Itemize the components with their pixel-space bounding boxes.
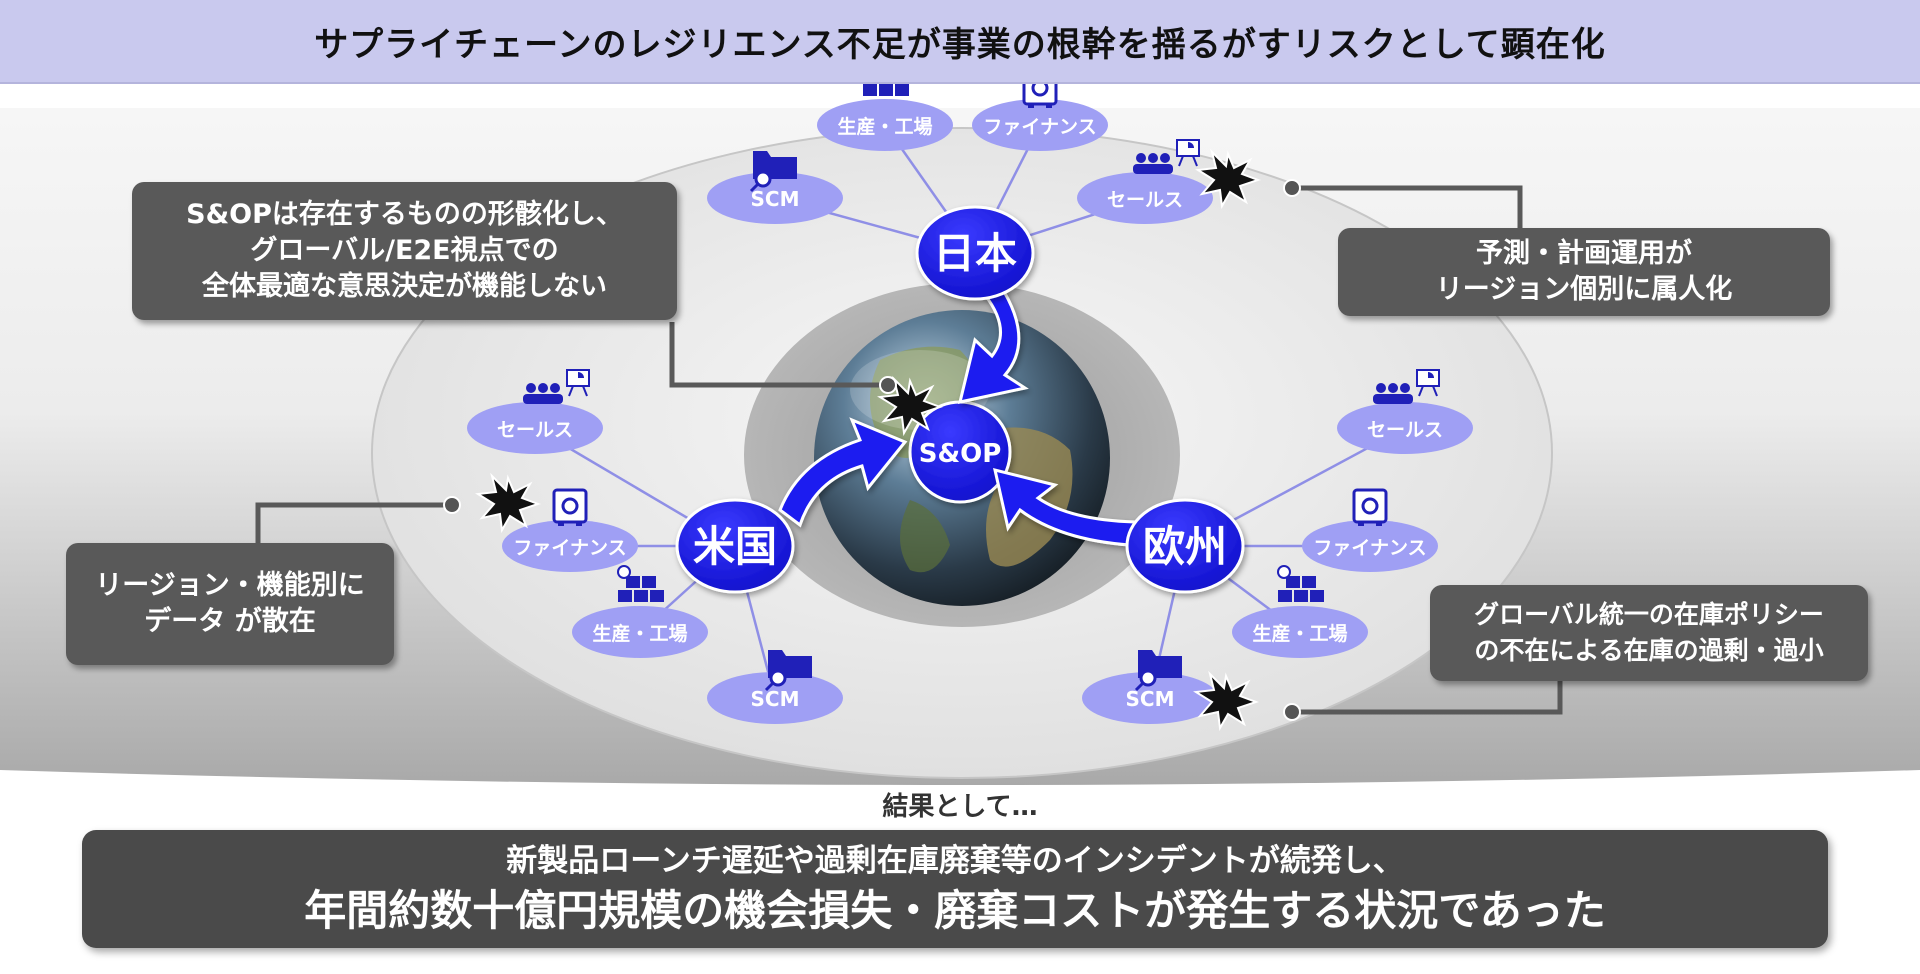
region-label-europe: 欧州 <box>1143 522 1227 571</box>
region-node-us <box>675 498 795 594</box>
function-node-jp-scm <box>707 172 843 224</box>
eu-finance-safe-icon <box>1352 488 1388 528</box>
callout-leaders <box>255 185 1563 715</box>
function-label-jp-sales: セールス <box>1107 189 1183 211</box>
result-line-2: 年間約数十億円規模の機会損失・廃棄コストが発生する状況であった <box>304 886 1606 935</box>
callout-sop-line-1: S&OPは存在するものの形骸化し、 <box>186 199 623 230</box>
function-label-us-sales: セールス <box>497 419 573 441</box>
function-node-us-production <box>572 606 708 658</box>
callout-sop: S&OPは存在するものの形骸化し、 グローバル/E2E視点での 全体最適な意思決… <box>132 182 677 320</box>
callout-inventory: グローバル統一の在庫ポリシー の不在による在庫の過剰・過小 <box>1430 585 1868 681</box>
callout-inventory-line-2: の不在による在庫の過剰・過小 <box>1474 636 1824 665</box>
function-node-us-scm <box>707 672 843 724</box>
function-label-eu-finance: ファイナンス <box>1313 537 1426 559</box>
page-title: サプライチェーンのレジリエンス不足が事業の根幹を揺るがすリスクとして顕在化 <box>0 0 1920 84</box>
function-label-eu-production: 生産・工場 <box>1252 622 1347 645</box>
function-label-eu-scm: SCM <box>1126 687 1175 711</box>
function-label-jp-scm: SCM <box>751 187 800 211</box>
function-label-us-finance: ファイナンス <box>513 537 626 559</box>
function-label-us-scm: SCM <box>751 687 800 711</box>
function-node-eu-finance <box>1302 520 1438 572</box>
arrow-japan-to-sop <box>957 282 1029 404</box>
callout-sop-line-3: 全体最適な意思決定が機能しない <box>202 271 607 302</box>
sop-hub-label: S&OP <box>919 439 1002 469</box>
callout-inventory-line-1: グローバル統一の在庫ポリシー <box>1474 600 1824 629</box>
function-label-jp-production: 生産・工場 <box>837 115 932 138</box>
function-node-jp-sales <box>1077 172 1213 224</box>
function-label-us-production: 生産・工場 <box>592 622 687 645</box>
function-node-us-finance <box>502 520 638 572</box>
result-line-1: 新製品ローンチ遅延や過剰在庫廃棄等のインシデントが続発し、 <box>506 843 1404 879</box>
callout-data-line-2: データ が散在 <box>144 606 316 637</box>
us-finance-safe-icon <box>552 488 588 528</box>
callout-forecast-line-2: リージョン個別に属人化 <box>1435 274 1733 305</box>
function-node-eu-production <box>1232 606 1368 658</box>
function-label-jp-finance: ファイナンス <box>983 116 1096 138</box>
callout-forecast: 予測・計画運用が リージョン個別に属人化 <box>1338 228 1830 316</box>
callout-forecast-line-1: 予測・計画運用が <box>1476 238 1692 269</box>
function-node-eu-scm <box>1082 672 1218 724</box>
region-node-japan <box>915 205 1035 301</box>
function-node-jp-finance <box>972 99 1108 151</box>
callout-dot-inventory <box>1283 703 1301 721</box>
result-label: 結果として… <box>882 792 1038 822</box>
region-node-europe <box>1125 498 1245 594</box>
callout-sop-line-2: グローバル/E2E視点での <box>250 235 559 266</box>
region-label-japan: 日本 <box>933 229 1017 278</box>
region-label-us: 米国 <box>693 522 777 571</box>
callout-dot-data <box>443 496 461 514</box>
function-label-eu-sales: セールス <box>1367 419 1443 441</box>
callout-data-line-1: リージョン・機能別に <box>95 570 365 601</box>
function-node-jp-production <box>817 99 953 151</box>
function-node-us-sales <box>467 402 603 454</box>
flow-arrows <box>778 282 1137 547</box>
callout-dot-sop <box>879 376 897 394</box>
result-box: 新製品ローンチ遅延や過剰在庫廃棄等のインシデントが続発し、 年間約数十億円規模の… <box>82 830 1828 948</box>
callout-data: リージョン・機能別に データ が散在 <box>66 543 394 665</box>
arrow-us-to-sop <box>778 417 908 528</box>
arrow-eu-to-sop <box>993 467 1137 547</box>
function-node-eu-sales <box>1337 402 1473 454</box>
callout-dot-forecast <box>1283 179 1301 197</box>
